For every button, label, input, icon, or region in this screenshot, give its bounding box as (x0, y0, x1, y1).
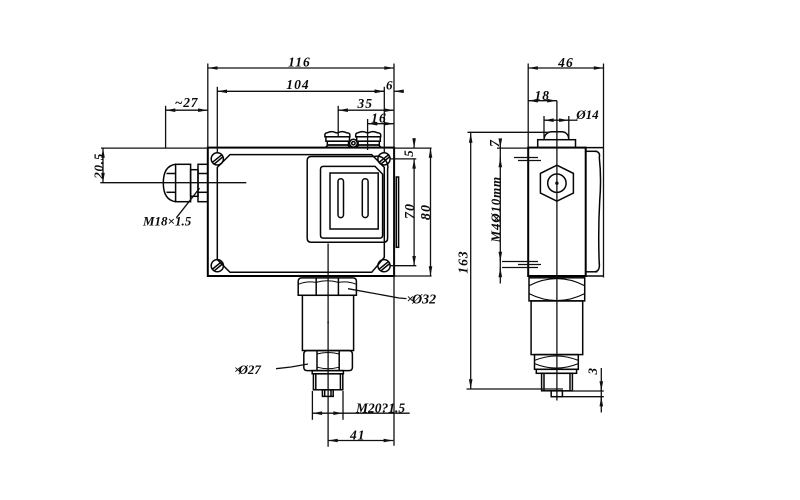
svg-text:16: 16 (371, 110, 387, 125)
svg-text:18: 18 (534, 88, 550, 103)
svg-text:M4Ø10mm: M4Ø10mm (488, 176, 503, 243)
svg-text:×: × (234, 362, 241, 376)
svg-text:Ø32: Ø32 (411, 293, 436, 308)
svg-text:104: 104 (286, 77, 310, 92)
svg-text:M20?1.5: M20?1.5 (355, 400, 405, 415)
svg-text:×: × (407, 291, 414, 306)
svg-text:Ø27: Ø27 (238, 362, 262, 377)
svg-text:70: 70 (403, 203, 418, 219)
svg-text:5: 5 (401, 150, 416, 157)
svg-text:116: 116 (288, 55, 311, 70)
svg-text:80: 80 (419, 204, 434, 220)
svg-text:Ø14: Ø14 (575, 107, 599, 122)
svg-text:M18×1.5: M18×1.5 (142, 214, 192, 229)
svg-text:~27: ~27 (175, 95, 199, 110)
svg-text:35: 35 (356, 96, 373, 111)
svg-text:3: 3 (585, 367, 600, 375)
svg-text:7: 7 (488, 139, 503, 147)
svg-text:6: 6 (386, 78, 393, 93)
svg-text:20.5: 20.5 (91, 153, 106, 180)
svg-text:41: 41 (349, 427, 366, 442)
svg-text:163: 163 (455, 250, 470, 274)
svg-text:×: × (489, 215, 503, 222)
svg-text:46: 46 (557, 55, 574, 70)
